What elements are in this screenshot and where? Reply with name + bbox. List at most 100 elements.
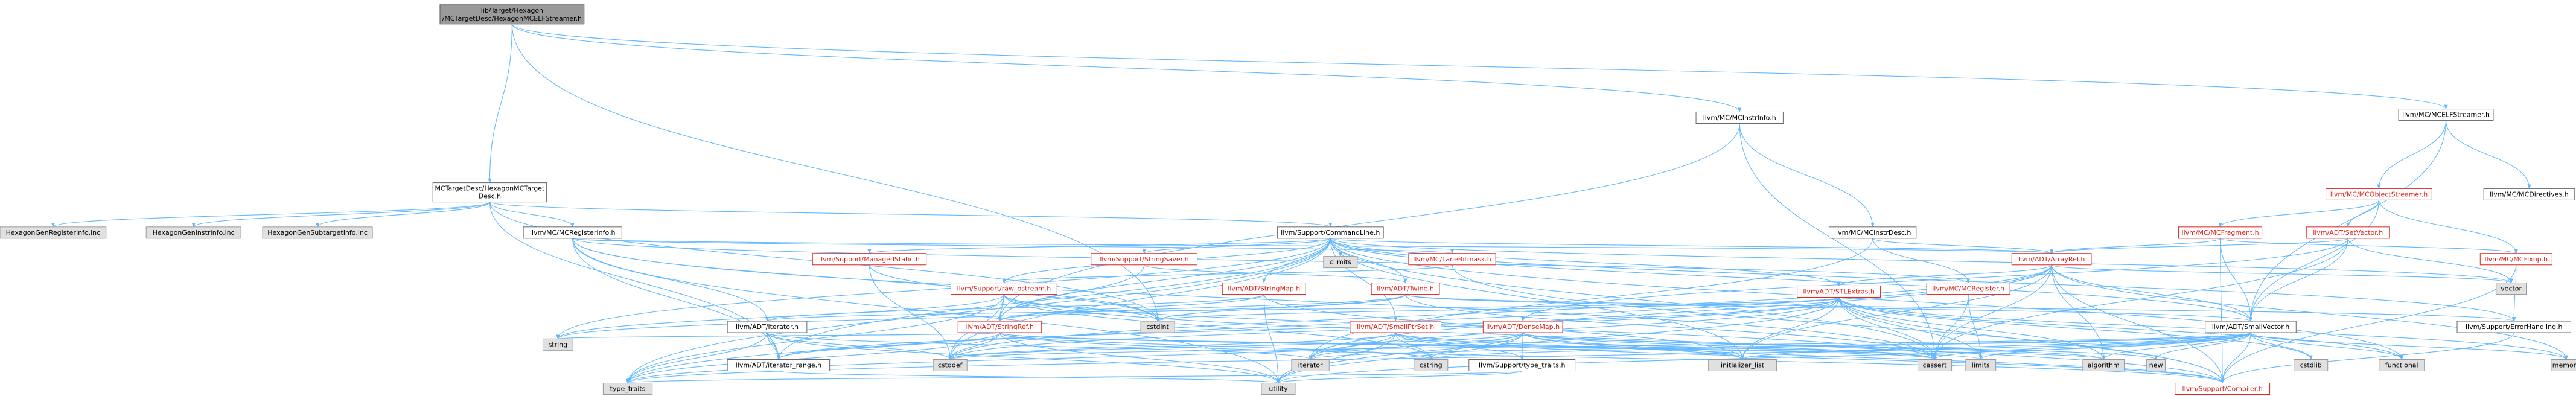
node-mcfragment[interactable]: llvm/MC/MCFragment.h: [2178, 226, 2263, 239]
edge-mcregister-to-cassert: [1933, 294, 1969, 360]
node-cmdline[interactable]: llvm/Support/CommandLine.h: [1277, 226, 1384, 239]
node-densemap[interactable]: llvm/ADT/DenseMap.h: [1482, 321, 1563, 333]
node-typetraits-h[interactable]: llvm/Support/type_traits.h: [1468, 359, 1576, 371]
edge-root-to-hexmctd: [488, 24, 512, 184]
edge-stringmap-to-utility: [1263, 294, 1281, 384]
node-stringmap[interactable]: llvm/ADT/StringMap.h: [1222, 283, 1306, 295]
node-box: [1350, 321, 1441, 333]
edge-stlextras-to-functional: [1838, 297, 2404, 360]
node-label: cstdlib: [2300, 361, 2322, 369]
node-label: Desc.h: [479, 193, 502, 200]
node-label: cstring: [1420, 361, 1443, 369]
edge-smallvector-to-compiler: [2221, 333, 2251, 384]
edge-densemap-to-utility: [1276, 332, 1523, 384]
edge-errorhandling-to-compiler: [2221, 332, 2514, 384]
node-box: [1926, 283, 2010, 295]
node-box: [2175, 383, 2271, 395]
node-iterator[interactable]: llvm/ADT/iterator.h: [727, 321, 808, 333]
node-cstdint[interactable]: cstdint: [1140, 321, 1175, 333]
edge-stringsaver-to-twine: [1144, 264, 1408, 284]
nodes-layer: lib/Target/Hexagon/MCTargetDesc/HexagonM…: [0, 4, 2576, 395]
node-root[interactable]: lib/Target/Hexagon/MCTargetDesc/HexagonM…: [439, 4, 585, 25]
node-initlist[interactable]: initializer_list: [1708, 359, 1777, 371]
node-smallptrset[interactable]: llvm/ADT/SmallPtrSet.h: [1350, 321, 1441, 333]
edge-hexmctd-to-gensubtarget: [316, 202, 490, 228]
edge-twine-to-smallvector: [1405, 294, 2252, 322]
edge-typetraits_h-to-utility: [1277, 370, 1523, 384]
node-iterrange[interactable]: llvm/ADT/iterator_range.h: [727, 359, 831, 371]
node-mcfixup[interactable]: llvm/MC/MCFixup.h: [2479, 253, 2552, 266]
node-box: [2496, 283, 2527, 295]
node-stringsaver[interactable]: llvm/Support/StringSaver.h: [1091, 253, 1198, 266]
edge-mcreginfo-to-iterator: [572, 238, 770, 322]
node-rawostream[interactable]: llvm/Support/raw_ostream.h: [951, 283, 1057, 295]
node-twine[interactable]: llvm/ADT/Twine.h: [1371, 283, 1440, 295]
node-algorithm[interactable]: algorithm: [2082, 359, 2125, 371]
node-box: [432, 182, 547, 203]
node-mcobjstreamer[interactable]: llvm/MC/MCObjectStreamer.h: [2326, 188, 2432, 200]
node-stringref[interactable]: llvm/ADT/StringRef.h: [957, 321, 1042, 333]
edge-arrayref-to-initlist: [1741, 264, 2052, 360]
node-stlextras[interactable]: llvm/ADT/STLExtras.h: [1797, 285, 1881, 298]
node-mcregister[interactable]: llvm/MC/MCRegister.h: [1926, 283, 2010, 295]
edge-smallvector-to-initlist: [1741, 332, 2251, 360]
node-mcinstinfo[interactable]: llvm/MC/MCInstrInfo.h: [1695, 111, 1784, 124]
node-label: MCTargetDesc/HexagonMCTarget: [435, 185, 545, 193]
edge-densemap-to-cstring: [1429, 332, 1523, 360]
node-mcelfstreamer[interactable]: llvm/MC/MCELFStreamer.h: [2398, 109, 2494, 121]
node-vector[interactable]: vector: [2496, 283, 2527, 295]
node-new[interactable]: new: [2146, 359, 2166, 371]
node-typetraits[interactable]: type_traits: [602, 383, 653, 395]
edge-mcregister-to-limits: [1968, 294, 1983, 360]
node-cstddef[interactable]: cstddef: [933, 359, 968, 371]
edge-arrayref-to-vector: [2051, 264, 2513, 284]
node-box: [2479, 253, 2552, 266]
node-box: [1708, 359, 1777, 371]
node-setvector[interactable]: llvm/ADT/SetVector.h: [2306, 226, 2390, 239]
edge-twine-to-errorhandling: [1405, 294, 2516, 322]
node-string[interactable]: string: [542, 338, 573, 351]
node-climits[interactable]: climits: [1323, 256, 1358, 269]
edge-twine-to-cstdint: [1156, 294, 1406, 322]
edge-rawostream-to-compiler: [1003, 294, 2225, 384]
node-label: string: [549, 340, 568, 348]
edge-iterator-to-iteratorstd: [767, 332, 1312, 360]
node-label: HexagonGenRegisterInfo.inc: [6, 229, 101, 237]
edge-cmdline-to-functional: [1330, 238, 2404, 360]
node-label: llvm/ADT/StringRef.h: [965, 323, 1034, 331]
node-label: llvm/ADT/Twine.h: [1377, 285, 1434, 293]
node-arrayref[interactable]: llvm/ADT/ArrayRef.h: [2011, 253, 2092, 266]
node-box: [933, 359, 968, 371]
edge-setvector-to-smallvector: [2248, 238, 2348, 322]
node-utility[interactable]: utility: [1261, 383, 1296, 395]
edge-smallvector-to-iteratorstd: [1309, 332, 2251, 360]
node-smallvector[interactable]: llvm/ADT/SmallVector.h: [2205, 321, 2297, 333]
edge-typetraits_h-to-typetraits: [626, 370, 1523, 384]
node-box: [1797, 285, 1881, 298]
node-label: /MCTargetDesc/HexagonMCELFStreamer.h: [442, 14, 582, 22]
edge-stringref-to-utility: [999, 332, 1280, 384]
node-gensubtarget[interactable]: HexagonGenSubtargetInfo.inc: [262, 226, 373, 239]
node-managedstatic[interactable]: llvm/Support/ManagedStatic.h: [812, 253, 927, 266]
edge-smallvector-to-algorithm: [2102, 332, 2251, 360]
node-cassert[interactable]: cassert: [1917, 359, 1953, 371]
node-limits[interactable]: limits: [1965, 359, 1997, 371]
node-label: llvm/Support/type_traits.h: [1479, 361, 1565, 369]
node-mcreginfo[interactable]: llvm/MC/MCRegisterInfo.h: [523, 226, 622, 239]
node-functional[interactable]: functional: [2379, 359, 2425, 371]
node-mcinstrdesc[interactable]: llvm/MC/MCInstrDesc.h: [1829, 226, 1917, 239]
node-lanebitmask[interactable]: llvm/MC/LaneBitmask.h: [1408, 253, 1496, 266]
node-iteratorstd[interactable]: iterator: [1291, 359, 1330, 371]
node-memory[interactable]: memory: [2551, 359, 2576, 371]
node-cstring[interactable]: cstring: [1414, 359, 1449, 371]
node-genreginfo[interactable]: HexagonGenRegisterInfo.inc: [0, 226, 107, 239]
node-geninstrinfo[interactable]: HexagonGenInstrInfo.inc: [145, 226, 241, 239]
edge-hexmctd-to-genreginfo: [51, 202, 490, 228]
node-errorhandling[interactable]: llvm/Support/ErrorHandling.h: [2456, 321, 2571, 333]
node-label: llvm/MC/LaneBitmask.h: [1413, 255, 1491, 263]
node-compiler[interactable]: llvm/Support/Compiler.h: [2175, 383, 2271, 395]
node-mcdirectives[interactable]: llvm/MC/MCDirectives.h: [2483, 188, 2575, 200]
node-box: [2326, 188, 2432, 200]
node-cstdlib[interactable]: cstdlib: [2294, 359, 2329, 371]
